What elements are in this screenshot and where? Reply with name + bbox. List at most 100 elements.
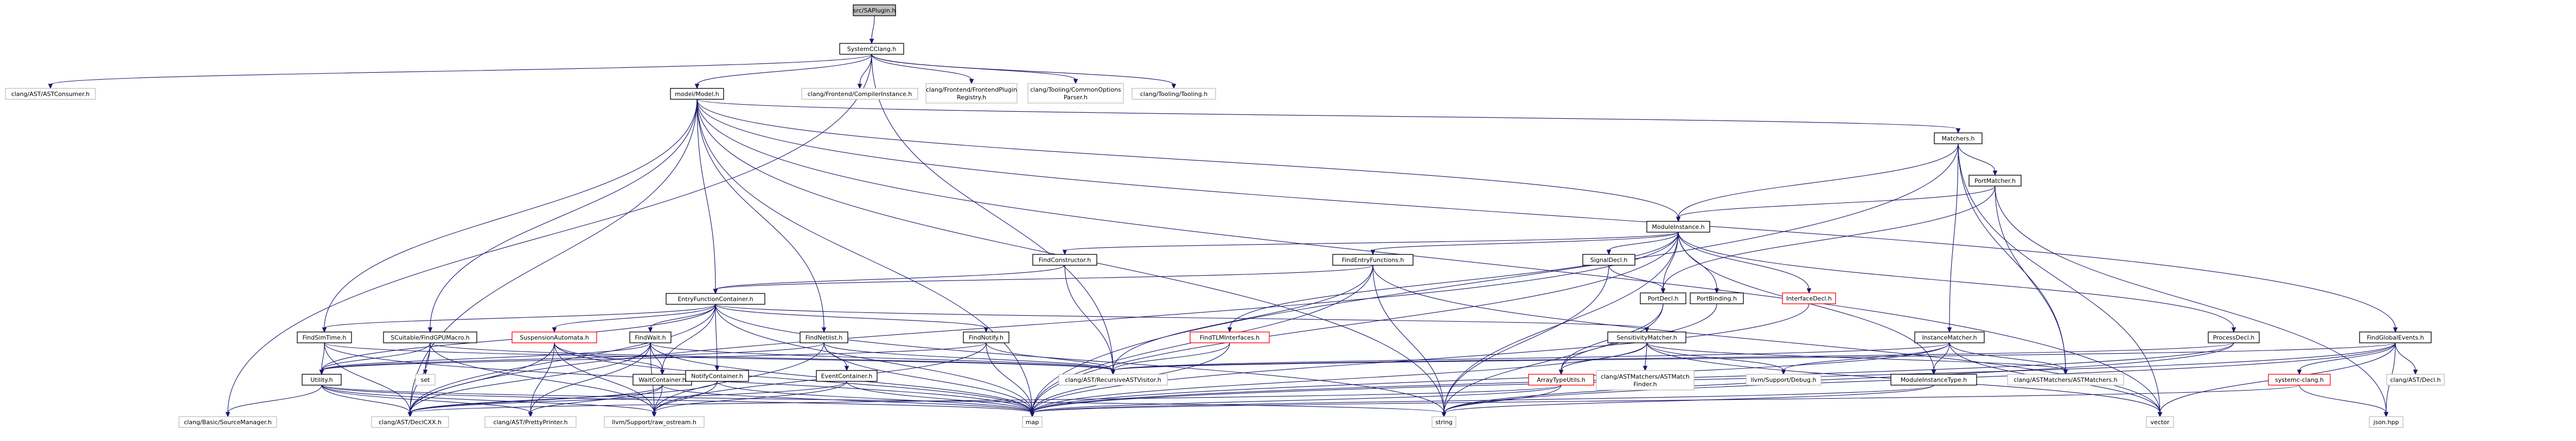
node-box: [2359, 331, 2432, 343]
node-suspensionautomata[interactable]: SuspensionAutomata.h: [512, 331, 597, 343]
node-modinsttype[interactable]: ModuleInstanceType.h: [1890, 374, 1977, 386]
edge-arrowhead: [1947, 327, 1952, 333]
node-findconstructor[interactable]: FindConstructor.h: [1032, 254, 1097, 266]
node-notifycontainer[interactable]: NotifyContainer.h: [685, 370, 749, 382]
node-eventcontainer[interactable]: EventContainer.h: [816, 370, 878, 382]
node-box: [302, 374, 342, 386]
node-processdecl[interactable]: ProcessDecl.h: [2208, 331, 2260, 343]
node-findnetlist[interactable]: FindNetlist.h: [800, 331, 848, 343]
edge-utility-to-rawostream: [321, 385, 655, 413]
edge-utility-to-declcxx: [321, 385, 411, 413]
edge-portmatcher-to-jsonhpp: [1995, 186, 2387, 413]
graph-edges: [48, 15, 2418, 418]
node-entryfunccontainer[interactable]: EntryFunctionContainer.h: [666, 293, 765, 305]
node-label: FindNotify.h: [969, 334, 1003, 341]
node-prettyprinter: clang/AST/PrettyPrinter.h: [484, 416, 577, 428]
node-box: [1640, 292, 1686, 304]
edge-suspensionautomata-to-map: [554, 342, 1033, 413]
node-findglobalevents[interactable]: FindGlobalEvents.h: [2359, 331, 2432, 343]
node-findtlm[interactable]: FindTLMInterfaces.h: [1190, 331, 1270, 343]
node-box: [1782, 292, 1836, 304]
edge-matchers-to-map: [1032, 143, 1959, 413]
edge-findglobalevents-to-recursiveastvisitor: [1113, 342, 2396, 371]
edge-modinst-to-interfacedecl: [1678, 232, 1810, 290]
node-astmatchers: clang/ASTMatchers/ASTMatchers.h: [2007, 374, 2124, 386]
node-box: [2386, 374, 2445, 386]
node-findgpumacro[interactable]: SCuitable/FindGPUMacro.h: [383, 331, 477, 343]
node-waitcontainer[interactable]: WaitContainer.h: [632, 374, 692, 386]
node-findnotify[interactable]: FindNotify.h: [963, 331, 1009, 343]
node-findentryfunctions[interactable]: FindEntryFunctions.h: [1332, 254, 1414, 266]
edge-modinst-to-signaldecl: [1608, 232, 1679, 251]
node-label: llvm/Support/Debug.h: [1751, 376, 1817, 384]
edge-arrowhead: [1992, 170, 1998, 176]
edge-findentryfunctions-to-string: [1372, 265, 1444, 413]
node-portbinding[interactable]: PortBinding.h: [1690, 292, 1744, 304]
node-matchers[interactable]: Matchers.h: [1934, 132, 1983, 144]
edge-findglobalevents-to-astdecl: [2395, 342, 2416, 371]
edge-arrowhead: [1030, 412, 1035, 418]
edge-arrowhead: [1642, 366, 1648, 372]
node-box: [1646, 221, 1710, 233]
edge-arrowhead: [660, 369, 665, 375]
edge-arrowhead: [1676, 216, 1681, 222]
edge-arrowhead: [552, 327, 557, 333]
node-label: ModuleInstanceType.h: [1901, 376, 1967, 384]
node-box: [1332, 254, 1414, 266]
node-model[interactable]: model/Model.h: [670, 88, 724, 100]
node-label: src/SAPlugin.h: [853, 7, 896, 14]
node-label: clang/AST/RecursiveASTVisitor.h: [1065, 376, 1161, 384]
edge-arrowhead: [1110, 369, 1116, 375]
node-interfacedecl[interactable]: InterfaceDecl.h: [1782, 292, 1836, 304]
node-label: NotifyContainer.h: [691, 373, 743, 380]
edge-arrowhead: [427, 327, 433, 333]
edge-notifycontainer-to-declcxx: [410, 381, 718, 413]
node-findwait[interactable]: FindWait.h: [629, 331, 672, 343]
edge-matchers-to-instancematcher: [1949, 143, 1959, 329]
node-arraytypeutils[interactable]: ArrayTypeUtils.h: [1528, 374, 1594, 386]
edge-systemc-to-tooling: [871, 54, 1174, 85]
node-box: [1607, 331, 1686, 343]
node-label: ModuleInstance.h: [1652, 223, 1704, 231]
edge-arrowhead: [844, 366, 849, 372]
node-findsimtime[interactable]: FindSimTime.h: [297, 331, 352, 343]
edge-arrowhead: [694, 84, 700, 90]
edge-arrowhead: [1073, 79, 1078, 85]
node-modinst[interactable]: ModuleInstance.h: [1646, 221, 1710, 233]
edge-arrowhead: [1660, 288, 1666, 294]
edge-eventcontainer-to-rawostream: [654, 381, 847, 413]
edge-arrowhead: [857, 84, 862, 90]
node-sensitivitymatcher[interactable]: SensitivityMatcher.h: [1607, 331, 1686, 343]
node-root[interactable]: src/SAPlugin.h: [853, 4, 896, 16]
edge-arrowhead: [1171, 84, 1177, 90]
node-systemcclang[interactable]: systemc-clang.h: [2268, 374, 2331, 386]
edge-arrowhead: [407, 412, 413, 418]
node-box: [2208, 331, 2260, 343]
node-label: SCuitable/FindGPUMacro.h: [391, 334, 470, 341]
node-portmatcher[interactable]: PortMatcher.h: [1968, 175, 2022, 187]
node-box: [816, 370, 878, 382]
node-instancematcher[interactable]: InstanceMatcher.h: [1914, 331, 1985, 343]
node-utility[interactable]: Utility.h: [302, 374, 342, 386]
edge-systemc-to-frontendplugin: [871, 54, 972, 80]
edge-instancematcher-to-modinsttype: [1933, 342, 1950, 371]
edge-arraytypeutils-to-declcxx: [410, 385, 1562, 413]
edge-entryfunccontainer-to-findnotify: [715, 304, 987, 329]
edge-findsimtime-to-utility: [321, 342, 325, 371]
edge-entryfunccontainer-to-waitcontainer: [662, 304, 716, 371]
node-label: PortBinding.h: [1697, 295, 1737, 302]
node-label: systemc-clang.h: [2275, 376, 2324, 384]
edge-findglobalevents-to-map: [1032, 342, 2396, 413]
edge-arrowhead: [319, 369, 324, 375]
node-portdecl[interactable]: PortDecl.h: [1640, 292, 1686, 304]
node-label: clang/Frontend/FrontendPlugin: [926, 86, 1017, 93]
node-box: [178, 416, 277, 428]
edge-portmatcher-to-astmatchers: [1995, 186, 2066, 371]
node-box: [1890, 374, 1977, 386]
edge-model-to-vector: [696, 99, 2160, 413]
edge-arrowhead: [1806, 288, 1812, 294]
node-systemc[interactable]: SystemCClang.h: [839, 43, 904, 55]
node-signaldecl[interactable]: SignalDecl.h: [1582, 254, 1635, 266]
node-label: llvm/Support/raw_ostream.h: [612, 419, 696, 426]
